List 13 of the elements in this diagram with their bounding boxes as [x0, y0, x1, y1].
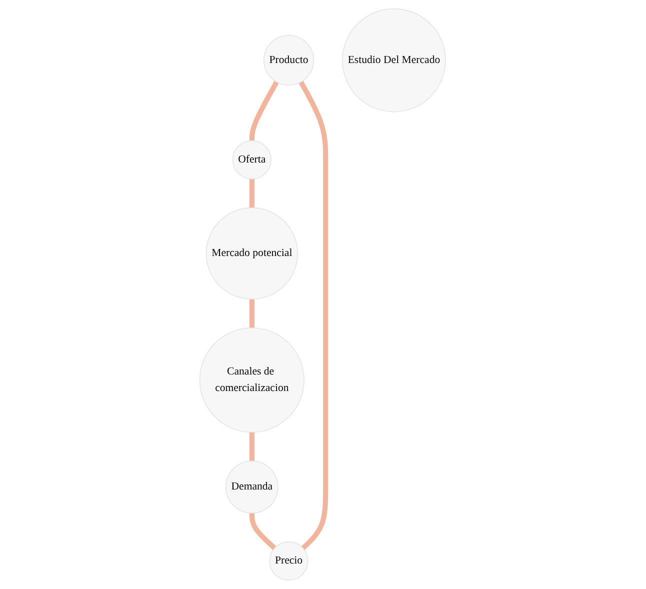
connector	[250, 512, 277, 550]
node-circle: Demanda	[226, 460, 279, 514]
connector	[250, 80, 280, 141]
node-circle: Producto	[264, 35, 314, 86]
node-circle: Canales de comercializacion	[200, 328, 305, 433]
node-circle: Mercado potencial	[206, 207, 298, 300]
node-circle: Precio	[270, 542, 309, 581]
connector	[299, 80, 329, 550]
connector	[250, 178, 255, 208]
connector	[250, 299, 255, 328]
node-circle: Estudio Del Mercado	[342, 8, 446, 112]
node-circle: Oferta	[232, 140, 272, 180]
connector	[250, 432, 255, 462]
